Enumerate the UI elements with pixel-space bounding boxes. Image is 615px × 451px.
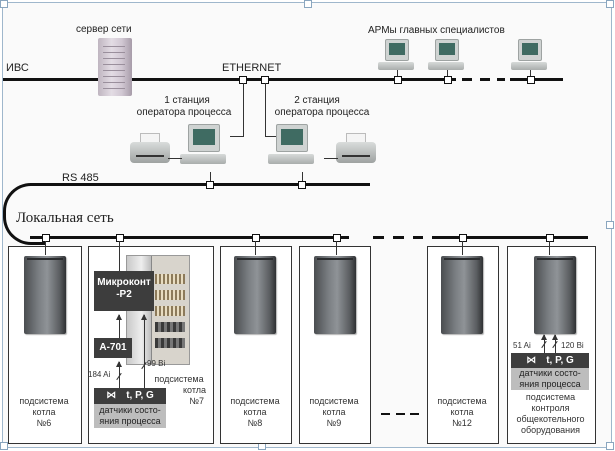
network-node	[459, 234, 467, 242]
local-network-label: Локальная сеть	[16, 210, 114, 226]
network-node	[527, 76, 535, 84]
station1-label-line2: оператора процесса	[136, 107, 232, 118]
cabinet-icon	[24, 256, 66, 334]
sensors-box[interactable]: ⋈t, P, G	[511, 353, 589, 368]
ethernet-bus	[381, 78, 456, 81]
sensors-caption: датчики состо-яния процесса	[511, 368, 589, 390]
resize-handle[interactable]	[606, 0, 614, 8]
resize-handle[interactable]	[606, 221, 614, 229]
cabinet-icon	[441, 256, 483, 334]
ai-count: 51 Ai	[513, 341, 531, 350]
ai-count: 184 Ai	[88, 370, 111, 379]
subsystem-label: подсистема котла №7	[154, 374, 206, 406]
sensors-box[interactable]: ⋈t, P, G	[94, 388, 166, 404]
ethernet-bus	[3, 78, 381, 81]
resize-handle[interactable]	[304, 0, 312, 8]
network-node	[444, 76, 452, 84]
rs485-label: RS 485	[62, 172, 99, 184]
printer-icon	[336, 133, 376, 163]
signal-arrow	[116, 314, 122, 338]
arm-label: АРМы главных специалистов	[368, 25, 505, 36]
bi-count: 120 Bi	[561, 341, 584, 350]
station2-label-line2: оператора процесса	[274, 107, 370, 118]
ivs-label: ИВС	[6, 62, 29, 74]
valve-icon: ⋈	[526, 355, 537, 366]
ethernet-bus-dash	[497, 78, 505, 81]
valve-icon: ⋈	[106, 390, 117, 401]
ethernet-label: ETHERNET	[222, 62, 282, 74]
cabinet-icon	[314, 256, 356, 334]
workstation-icon	[511, 39, 547, 73]
network-node	[298, 181, 306, 189]
sensors-caption: датчики состо-яния процесса	[94, 404, 166, 428]
printer-icon	[130, 133, 170, 163]
resize-handle[interactable]	[0, 0, 8, 8]
ethernet-bus	[510, 78, 563, 81]
workstation-icon	[428, 39, 464, 73]
bi-count: 99 Bi	[147, 359, 166, 368]
resize-handle[interactable]	[606, 442, 614, 450]
ethernet-bus-dash	[480, 78, 490, 81]
server-icon	[98, 38, 132, 96]
network-node	[546, 234, 554, 242]
resize-handle[interactable]	[0, 442, 8, 450]
network-node	[116, 234, 124, 242]
bus-loop	[3, 183, 46, 245]
network-node	[252, 234, 260, 242]
network-node	[206, 181, 214, 189]
cabinet-icon	[234, 256, 276, 334]
operator-station-2-icon	[268, 124, 314, 168]
network-node	[42, 234, 50, 242]
ethernet-bus-dash	[462, 78, 472, 81]
operator-station-1-icon	[180, 124, 226, 168]
microcontroller-box[interactable]: Микроконт-Р2	[94, 271, 154, 311]
workstation-icon	[378, 39, 414, 73]
network-node	[333, 234, 341, 242]
rs485-bus	[30, 183, 370, 186]
station1-label-line1: 1 станция	[164, 95, 210, 106]
cabinet-icon	[534, 256, 576, 334]
local-bus	[30, 236, 335, 239]
server-label: сервер сети	[76, 24, 132, 35]
station2-label-line1: 2 станция	[294, 95, 340, 106]
local-bus	[432, 236, 588, 239]
network-node	[394, 76, 402, 84]
signal-arrow	[141, 314, 147, 388]
adc-box[interactable]: А-701	[94, 338, 132, 358]
